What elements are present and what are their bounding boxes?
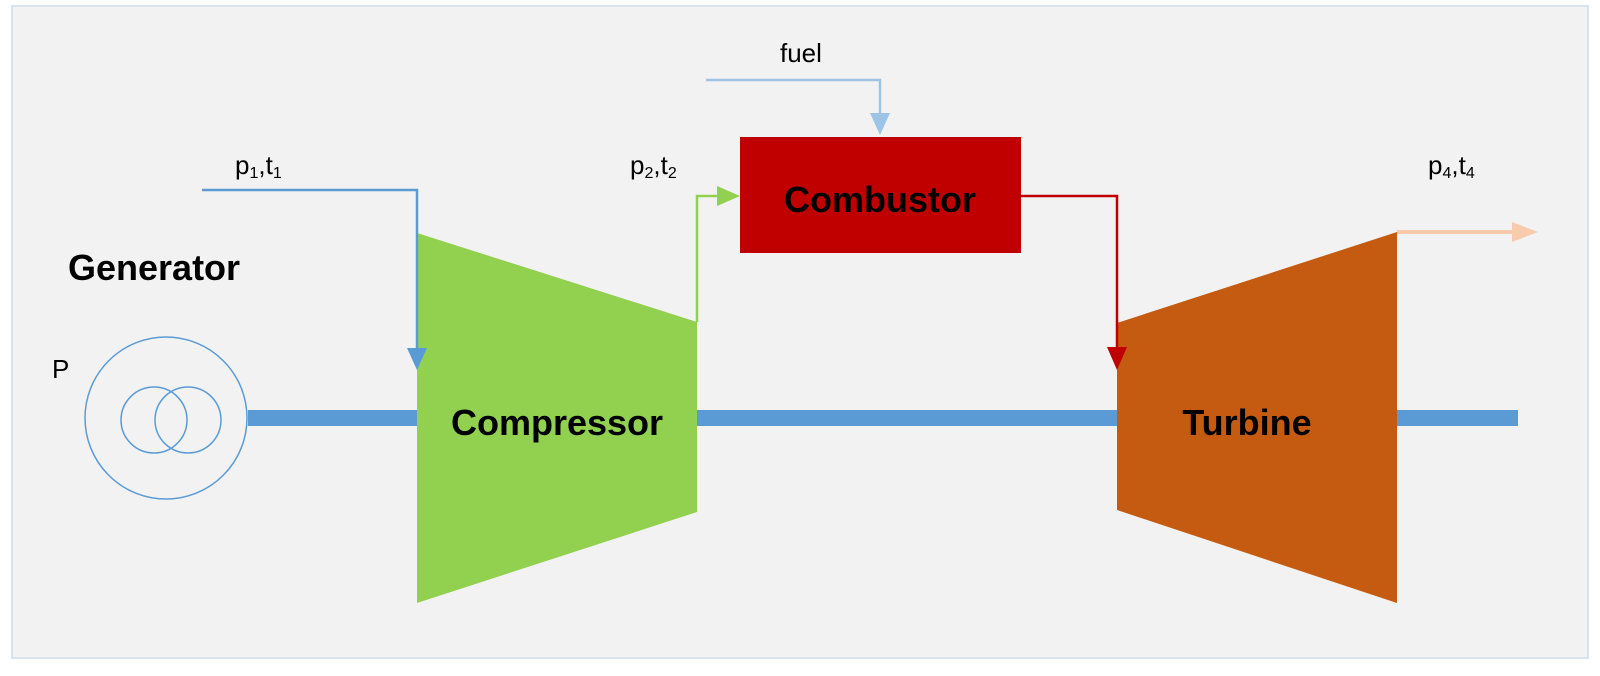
fuel-label: fuel <box>780 38 822 68</box>
generator-icon <box>84 336 248 500</box>
power-label: P <box>52 354 69 384</box>
exhaust-state-label: p4,t4 <box>1428 150 1475 182</box>
compressor-outlet-state-label: p2,t2 <box>630 150 677 182</box>
turbine-shape <box>1117 232 1397 603</box>
combustor-box <box>740 137 1021 253</box>
compressor-label: Compressor <box>451 402 663 443</box>
fuel-flow-arrow <box>706 78 890 135</box>
turbine-label: Turbine <box>1182 402 1311 443</box>
inlet-state-label: p1,t1 <box>235 150 282 182</box>
exhaust-flow-arrow <box>1397 222 1538 242</box>
inlet-flow-arrow <box>202 188 427 370</box>
hot-gas-arrow <box>1021 194 1127 370</box>
compressed-air-arrow <box>695 186 740 322</box>
generator-label: Generator <box>68 247 240 288</box>
compressor-shape <box>417 233 697 603</box>
combustor-label: Combustor <box>784 179 976 220</box>
